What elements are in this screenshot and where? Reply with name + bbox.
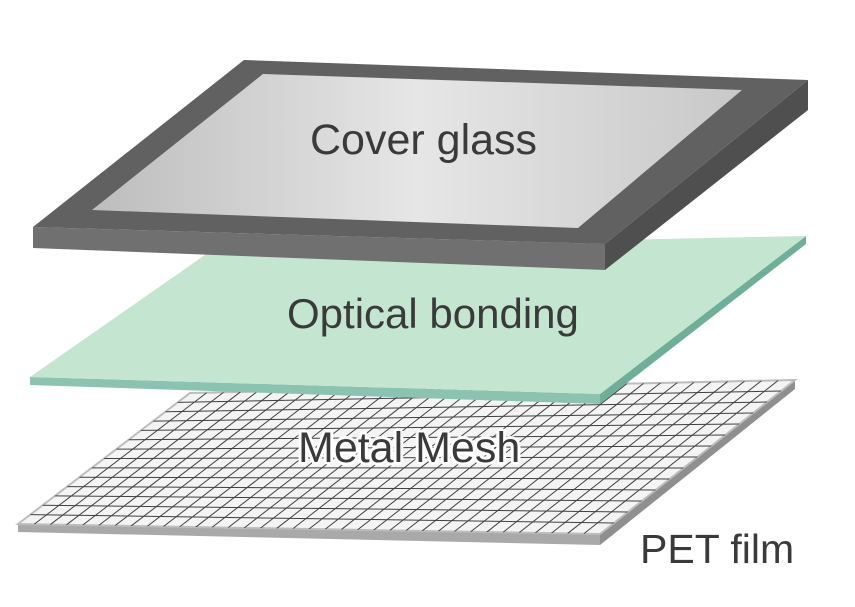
mesh-line-h-5 xyxy=(128,434,726,441)
optical-bonding-label: Optical bonding xyxy=(287,290,579,337)
pet-film-layer xyxy=(15,378,798,545)
cover-glass-label: Cover glass xyxy=(310,116,538,164)
mesh-line-h-6 xyxy=(116,445,712,450)
mesh-line-h-7 xyxy=(103,456,698,459)
mesh-line-h-9 xyxy=(79,476,670,480)
mesh-line-h-12 xyxy=(42,504,628,513)
optical-bonding-layer xyxy=(30,236,806,404)
pet-film-label: PET film xyxy=(640,526,795,572)
cover-glass-layer xyxy=(33,60,808,270)
mesh-line-h-13 xyxy=(30,514,614,524)
mesh-line-h-4 xyxy=(140,423,740,431)
mesh-line-h-11 xyxy=(54,495,642,502)
mesh-line-h-3 xyxy=(153,412,754,422)
metal-mesh-label: Metal Mesh xyxy=(298,424,521,472)
metal-mesh-grid xyxy=(30,380,782,534)
mesh-line-h-10 xyxy=(67,486,656,491)
mesh-line-h-2 xyxy=(165,401,768,413)
